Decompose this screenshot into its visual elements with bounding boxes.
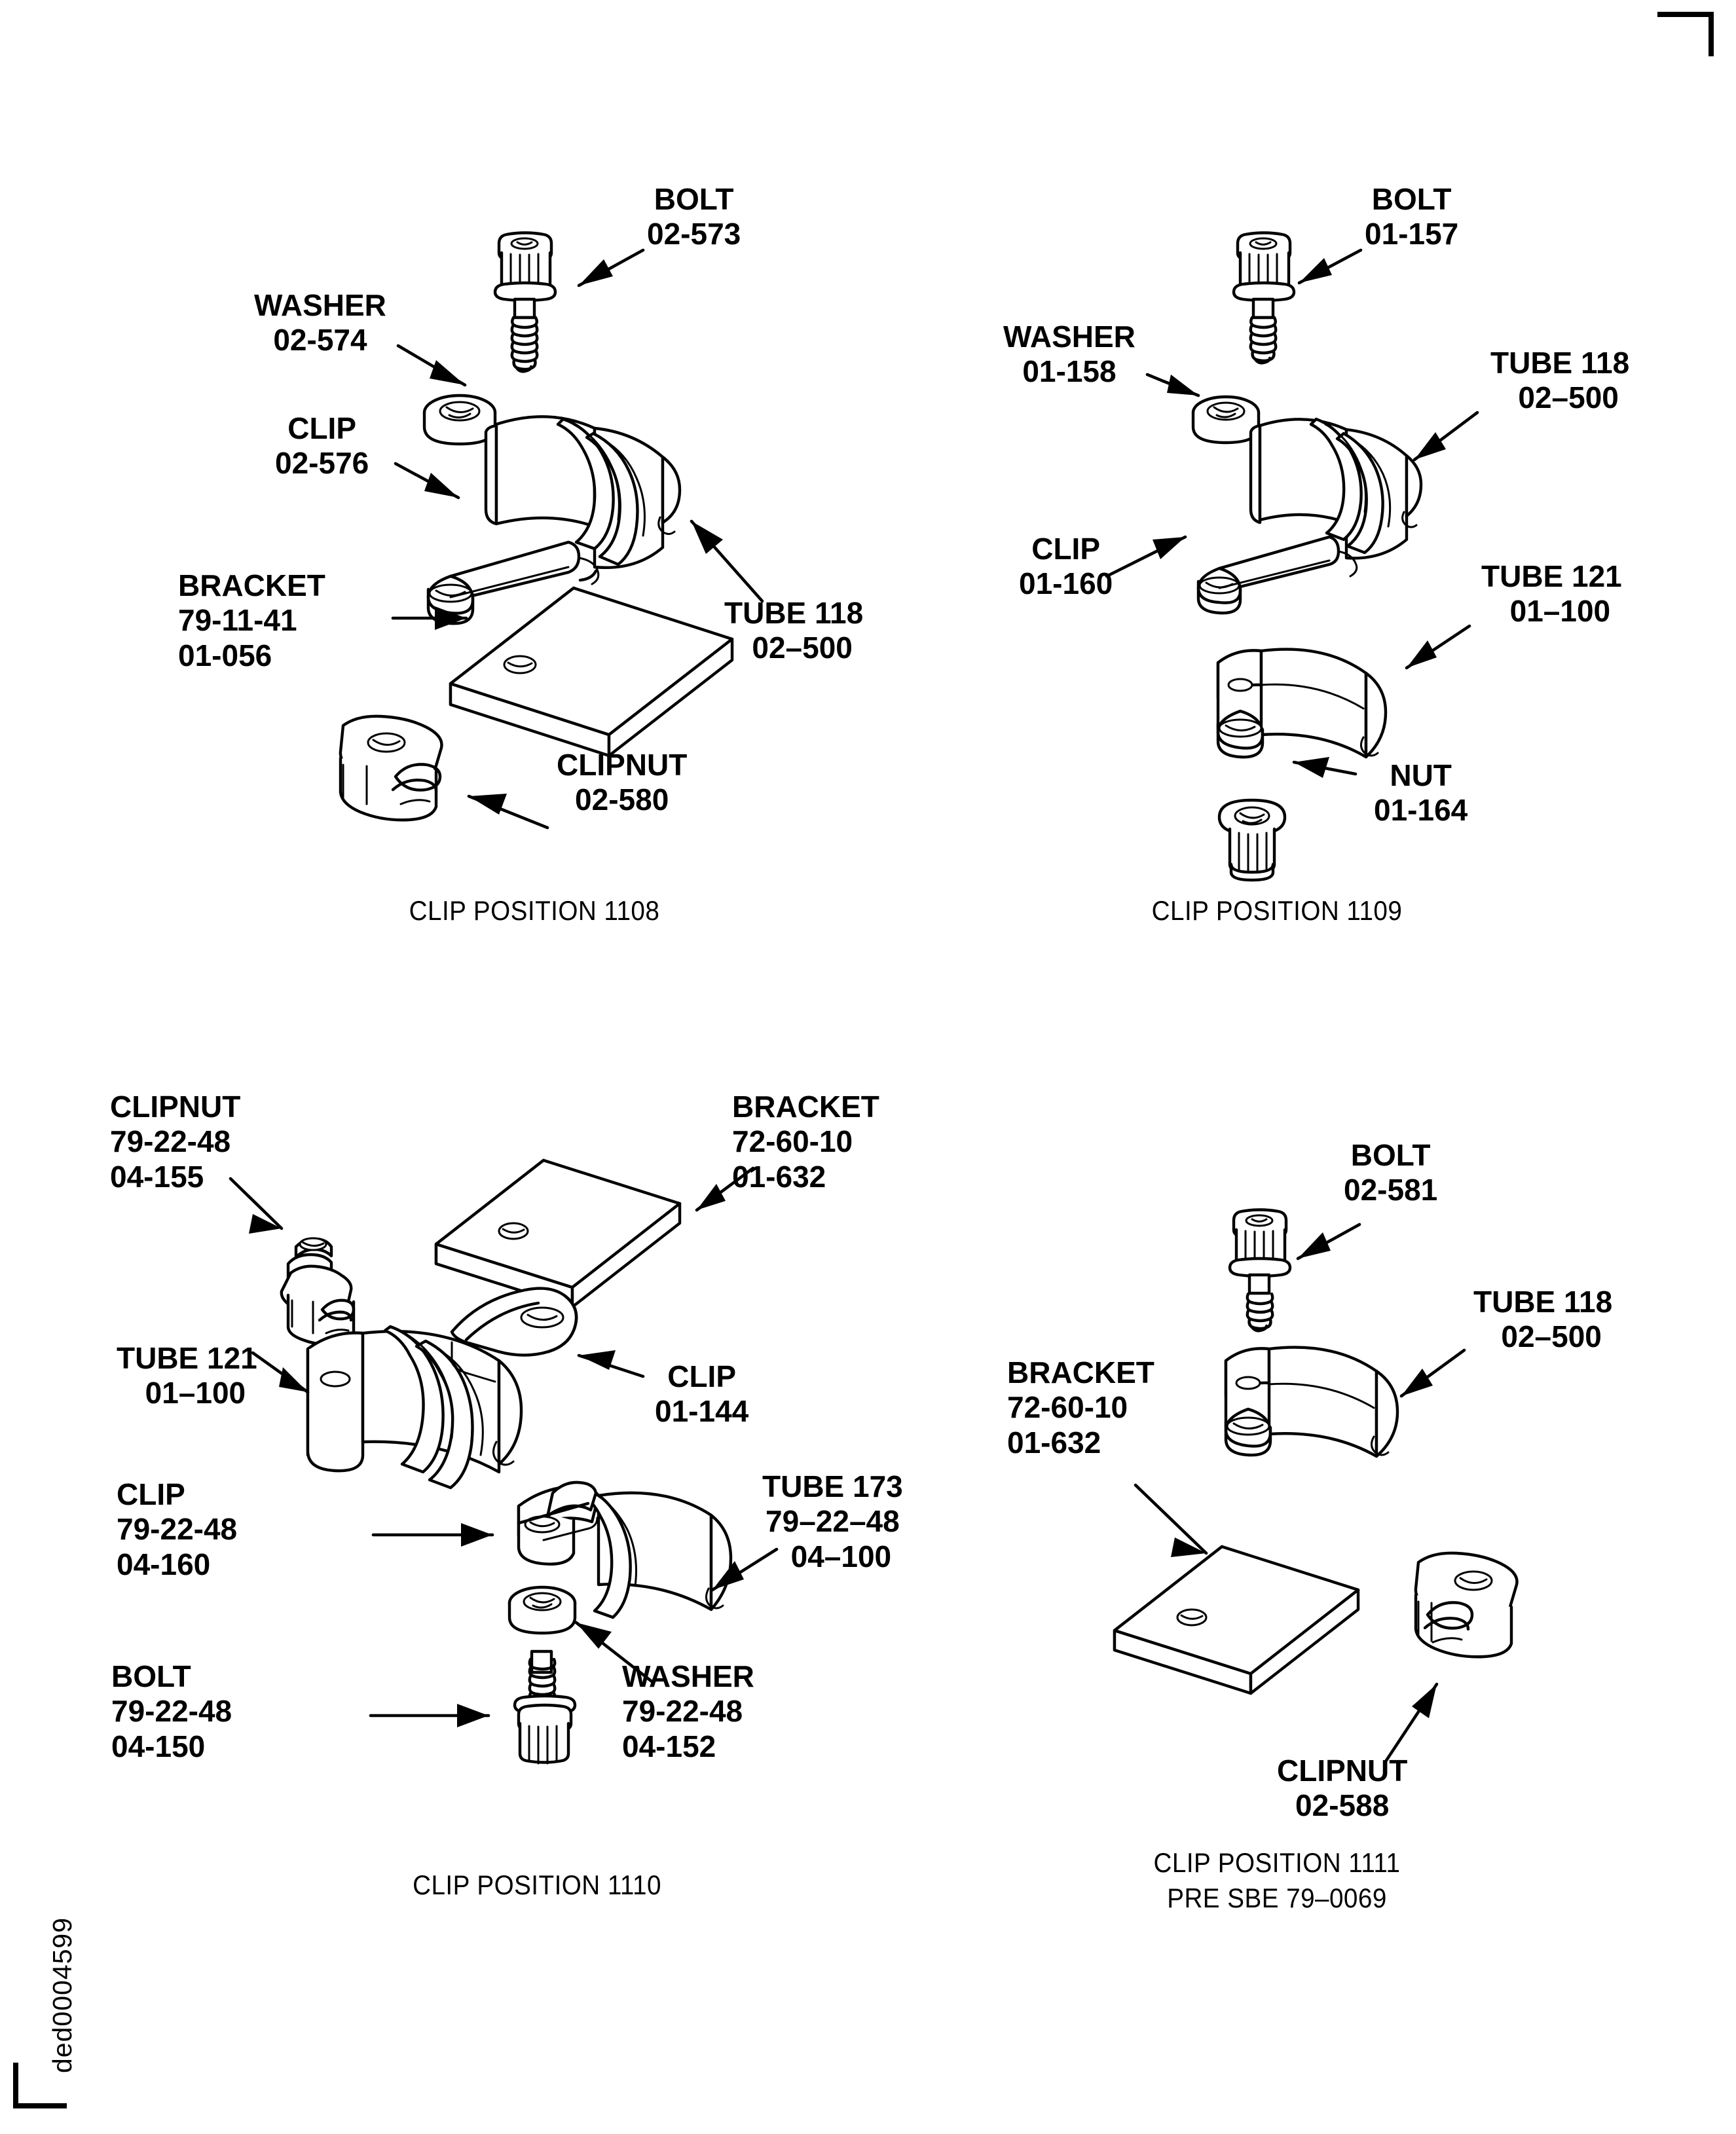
- clip04160-tube173-assembly: [517, 1481, 733, 1619]
- label-bracket-1110: BRACKET 72-60-10 01-632: [732, 1090, 879, 1194]
- clipnut-icon-1110: [280, 1237, 356, 1346]
- leader-arrows-1111: [1134, 1223, 1466, 1763]
- label-clip-01144-1110: CLIP 01-144: [655, 1359, 749, 1429]
- bracket-icon-1110: [434, 1158, 682, 1309]
- clipnut-icon-1108: [339, 714, 443, 822]
- caption-1110: CLIP POSITION 1110: [413, 1869, 661, 1900]
- clip-tube-assembly-1109: [1196, 417, 1423, 615]
- bracket-icon-1108: [449, 586, 734, 758]
- label-tube118-1108: TUBE 118 02–500: [724, 596, 864, 665]
- label-bolt-1111: BOLT 02-581: [1344, 1138, 1438, 1207]
- caption-1109: CLIP POSITION 1109: [1151, 895, 1403, 926]
- label-tube118-1111: TUBE 118 02–500: [1473, 1285, 1613, 1354]
- label-washer-1109: WASHER 01-158: [1003, 320, 1136, 389]
- label-bracket-1111: BRACKET 72-60-10 01-632: [1007, 1355, 1154, 1460]
- label-bolt-1110: BOLT 79-22-48 04-150: [111, 1659, 232, 1763]
- tube121-clip144-assembly: [306, 1287, 578, 1490]
- label-nut-1109: NUT 01-164: [1374, 758, 1468, 828]
- caption-1111: CLIP POSITION 1111 PRE SBE 79–0069: [1153, 1847, 1401, 1913]
- label-tube173-1110: TUBE 173 79–22–48 04–100: [762, 1469, 903, 1573]
- tube-121-clip-icon-1109: [1216, 648, 1388, 759]
- label-clipnut-1108: CLIPNUT 02-580: [557, 748, 688, 817]
- washer-icon-1109: [1191, 395, 1261, 445]
- label-clipnut-1111: CLIPNUT 02-588: [1277, 1754, 1408, 1823]
- label-bolt-1109: BOLT 01-157: [1365, 182, 1459, 251]
- label-washer-1108: WASHER 02-574: [254, 288, 386, 358]
- document-id: ded0004599: [47, 1917, 77, 2073]
- corner-mark-bottom-left: [13, 2063, 67, 2108]
- clipnut-icon-1111: [1414, 1551, 1519, 1659]
- panel-1108-art: [339, 231, 764, 830]
- clip-tube-assembly-1108: [426, 415, 682, 625]
- leader-arrows-1110: [229, 1166, 779, 1727]
- label-tube121-1110: TUBE 121 01–100: [117, 1341, 257, 1410]
- leader-arrows-1108: [391, 248, 764, 830]
- bolt-icon-1110: [513, 1649, 577, 1765]
- bolt-icon-1111: [1228, 1208, 1292, 1333]
- nut-icon-1109: [1217, 798, 1287, 882]
- bolt-icon-1109: [1232, 231, 1296, 365]
- label-tube121-1109: TUBE 121 01–100: [1481, 559, 1622, 629]
- label-clip-1108: CLIP 02-576: [275, 411, 369, 481]
- label-bolt-1108: BOLT 02-573: [647, 182, 741, 251]
- bracket-icon-1111: [1113, 1545, 1360, 1695]
- label-bracket-1108: BRACKET 79-11-41 01-056: [178, 568, 325, 672]
- caption-1108: CLIP POSITION 1108: [409, 895, 660, 926]
- panel-1111-art: [1113, 1208, 1519, 1763]
- label-clip-04160-1110: CLIP 79-22-48 04-160: [117, 1477, 238, 1581]
- label-tube118-1109: TUBE 118 02–500: [1490, 346, 1630, 415]
- label-clipnut-1110: CLIPNUT 79-22-48 04-155: [110, 1090, 241, 1194]
- washer-icon-1108: [422, 394, 497, 446]
- corner-mark-top-right: [1657, 12, 1714, 56]
- washer-icon-1110: [508, 1585, 577, 1635]
- tube118-clip-icon-1111: [1224, 1346, 1399, 1458]
- label-clip-1109: CLIP 01-160: [1019, 532, 1113, 601]
- bolt-icon-1108: [493, 231, 557, 373]
- leader-arrows-1109: [1105, 248, 1479, 778]
- label-washer-1110: WASHER 79-22-48 04-152: [622, 1659, 754, 1763]
